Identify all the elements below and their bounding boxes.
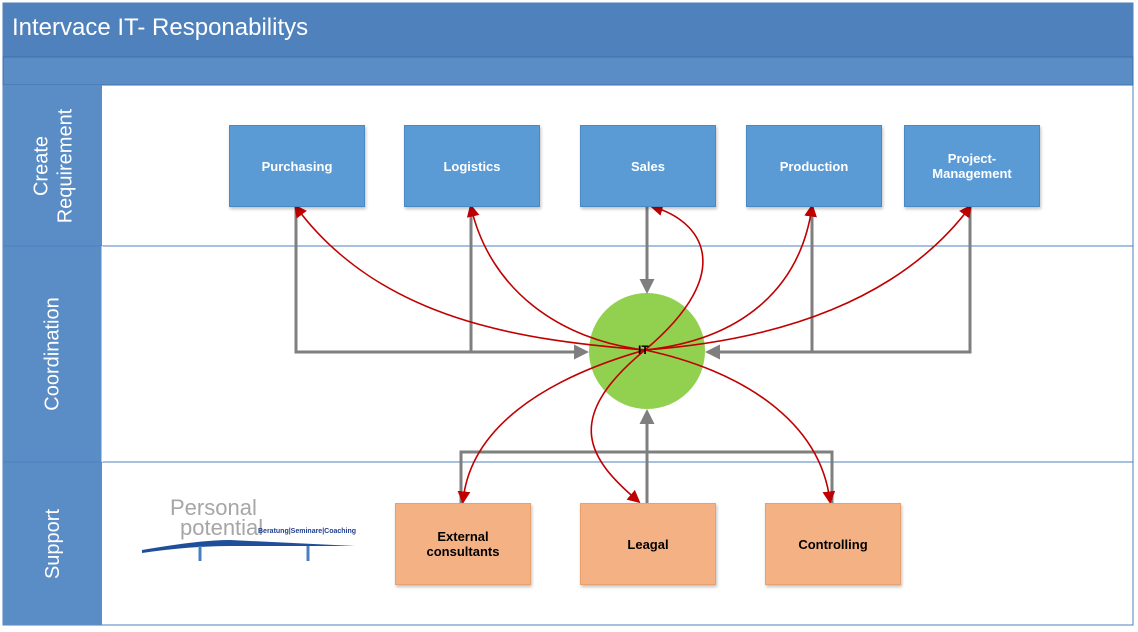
box-production: Production: [746, 125, 882, 207]
lane-create-requirement: Create Requirement: [4, 85, 102, 246]
lane-label: Support: [42, 508, 64, 579]
lane-coordination: Coordination: [4, 246, 102, 462]
logo-line2: potential: [180, 515, 264, 540]
lane-label: Create Requirement: [30, 108, 77, 223]
box-logistics: Logistics: [404, 125, 540, 207]
box-purchasing: Purchasing: [229, 125, 365, 207]
box-controlling: Controlling: [765, 503, 901, 585]
lane-support: Support: [4, 462, 102, 625]
box-project-management: Project- Management: [904, 125, 1040, 207]
header-band: [2, 56, 1134, 86]
box-sales: Sales: [580, 125, 716, 207]
red-arrows: [294, 203, 972, 505]
box-external-consultants: External consultants: [395, 503, 531, 585]
title-bar: [3, 3, 1133, 57]
gray-connectors: [294, 205, 972, 503]
logo-line1: Personal: [170, 495, 257, 520]
lane-header-column: [3, 85, 102, 625]
logo-tagline: Beratung|Seminare|Coaching: [258, 528, 357, 535]
page-title: Intervace IT- Responabilitys: [12, 14, 309, 41]
lane-label: Coordination: [42, 297, 65, 411]
personal-potential-logo: Personal potential Beratung|Seminare|Coa…: [140, 495, 370, 573]
box-legal: Leagal: [580, 503, 716, 585]
bridge-icon: [142, 540, 355, 561]
it-label: IT: [638, 343, 649, 357]
